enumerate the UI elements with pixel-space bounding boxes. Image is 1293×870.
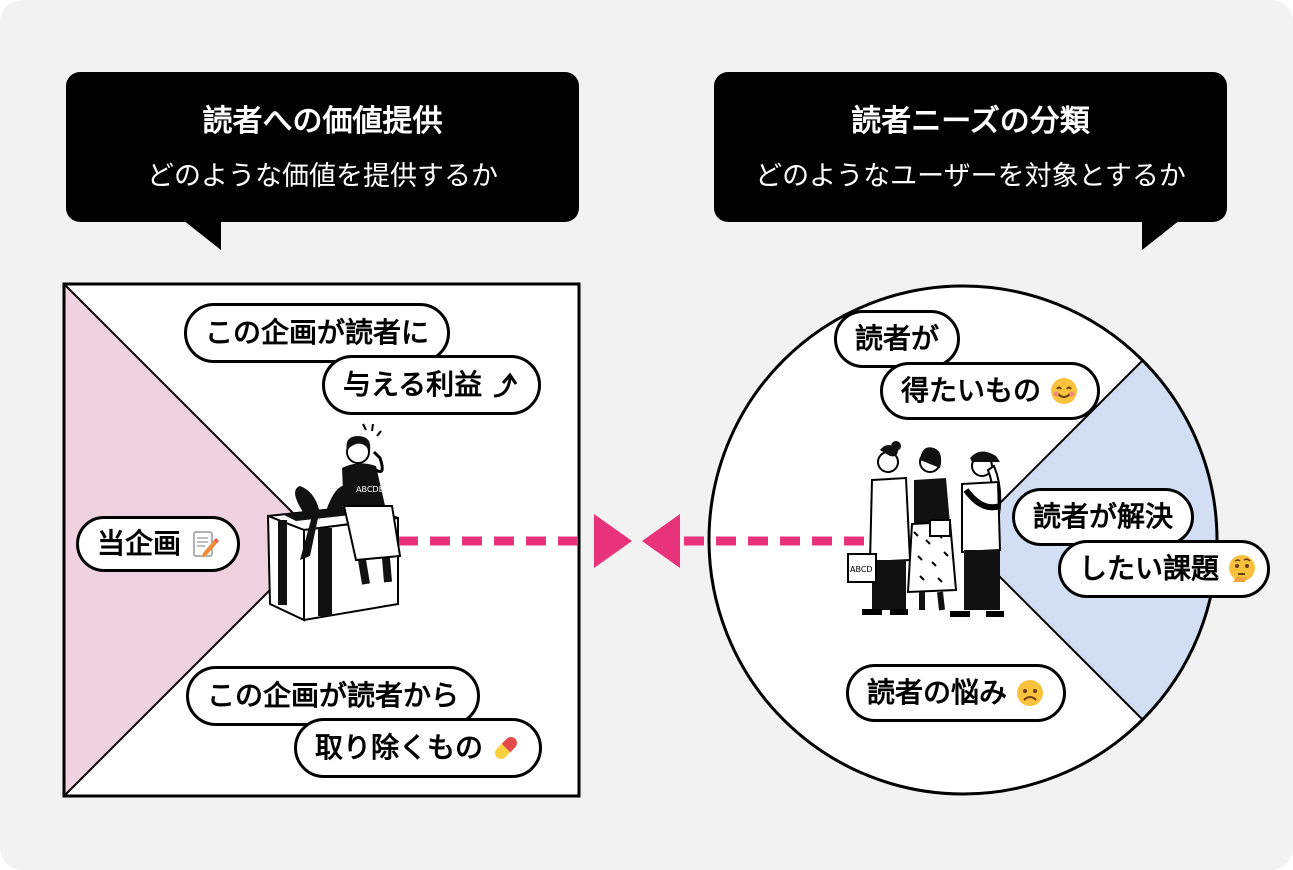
thinking-face-icon bbox=[1227, 554, 1257, 584]
jobs-bubble-line2: したい課題 bbox=[1058, 540, 1271, 598]
pains-bubble: 読者の悩み bbox=[846, 664, 1067, 722]
gains-line1: 読者が bbox=[855, 322, 940, 355]
gain-creator-bubble-line1: この企画が読者に bbox=[184, 303, 451, 363]
pains-label: 読者の悩み bbox=[867, 676, 1008, 709]
pill-icon bbox=[491, 733, 521, 763]
group-of-readers-illustration: ABCD bbox=[847, 441, 1004, 617]
shopping-bag-text: ABCD bbox=[850, 565, 873, 574]
gain-creator-line2: 与える利益 bbox=[343, 368, 483, 401]
pain-reliever-line2: 取り除くもの bbox=[315, 731, 484, 764]
gain-creator-line1: この企画が読者に bbox=[205, 316, 430, 349]
smile-icon bbox=[1049, 376, 1079, 406]
pain-reliever-line1: この企画が読者から bbox=[207, 679, 460, 712]
gift-bag-text: ABCDE bbox=[356, 485, 384, 494]
gain-creator-bubble-line2: 与える利益 bbox=[322, 355, 542, 415]
pain-reliever-bubble-line2: 取り除くもの bbox=[294, 718, 543, 778]
woman-on-gift-box-illustration: ABCDE bbox=[266, 423, 402, 622]
main-product-label: 当企画 bbox=[97, 527, 182, 560]
gains-bubble-line1: 読者が bbox=[834, 310, 961, 368]
left-pointing-dashed-arrow bbox=[642, 514, 868, 568]
speech-tail bbox=[183, 220, 221, 250]
jobs-line2: したい課題 bbox=[1079, 552, 1220, 585]
jobs-bubble-line1: 読者が解決 bbox=[1012, 488, 1195, 546]
value-proposition-title: 読者への価値提供 bbox=[202, 104, 443, 139]
customer-needs-subtitle: どのようなユーザーを対象とするか bbox=[755, 161, 1186, 192]
pain-reliever-bubble-line1: この企画が読者から bbox=[186, 666, 481, 726]
frown-face-icon bbox=[1015, 678, 1045, 708]
up-arrow-icon bbox=[490, 370, 520, 400]
right-pointing-dashed-arrow bbox=[398, 514, 632, 568]
gains-bubble-line2: 得たいもの bbox=[880, 362, 1101, 420]
speech-tail bbox=[1142, 220, 1180, 250]
shopping-bag bbox=[847, 553, 877, 583]
gains-line2: 得たいもの bbox=[901, 374, 1042, 407]
main-product-bubble: 当企画 bbox=[76, 516, 241, 572]
customer-needs-title: 読者ニーズの分類 bbox=[851, 104, 1090, 139]
memo-icon bbox=[189, 529, 220, 559]
customer-needs-header: 読者ニーズの分類 どのようなユーザーを対象とするか bbox=[714, 72, 1227, 250]
jobs-line1: 読者が解決 bbox=[1033, 500, 1174, 533]
value-proposition-header: 読者への価値提供 どのような価値を提供するか bbox=[66, 72, 579, 250]
value-proposition-subtitle: どのような価値を提供するか bbox=[147, 161, 498, 192]
